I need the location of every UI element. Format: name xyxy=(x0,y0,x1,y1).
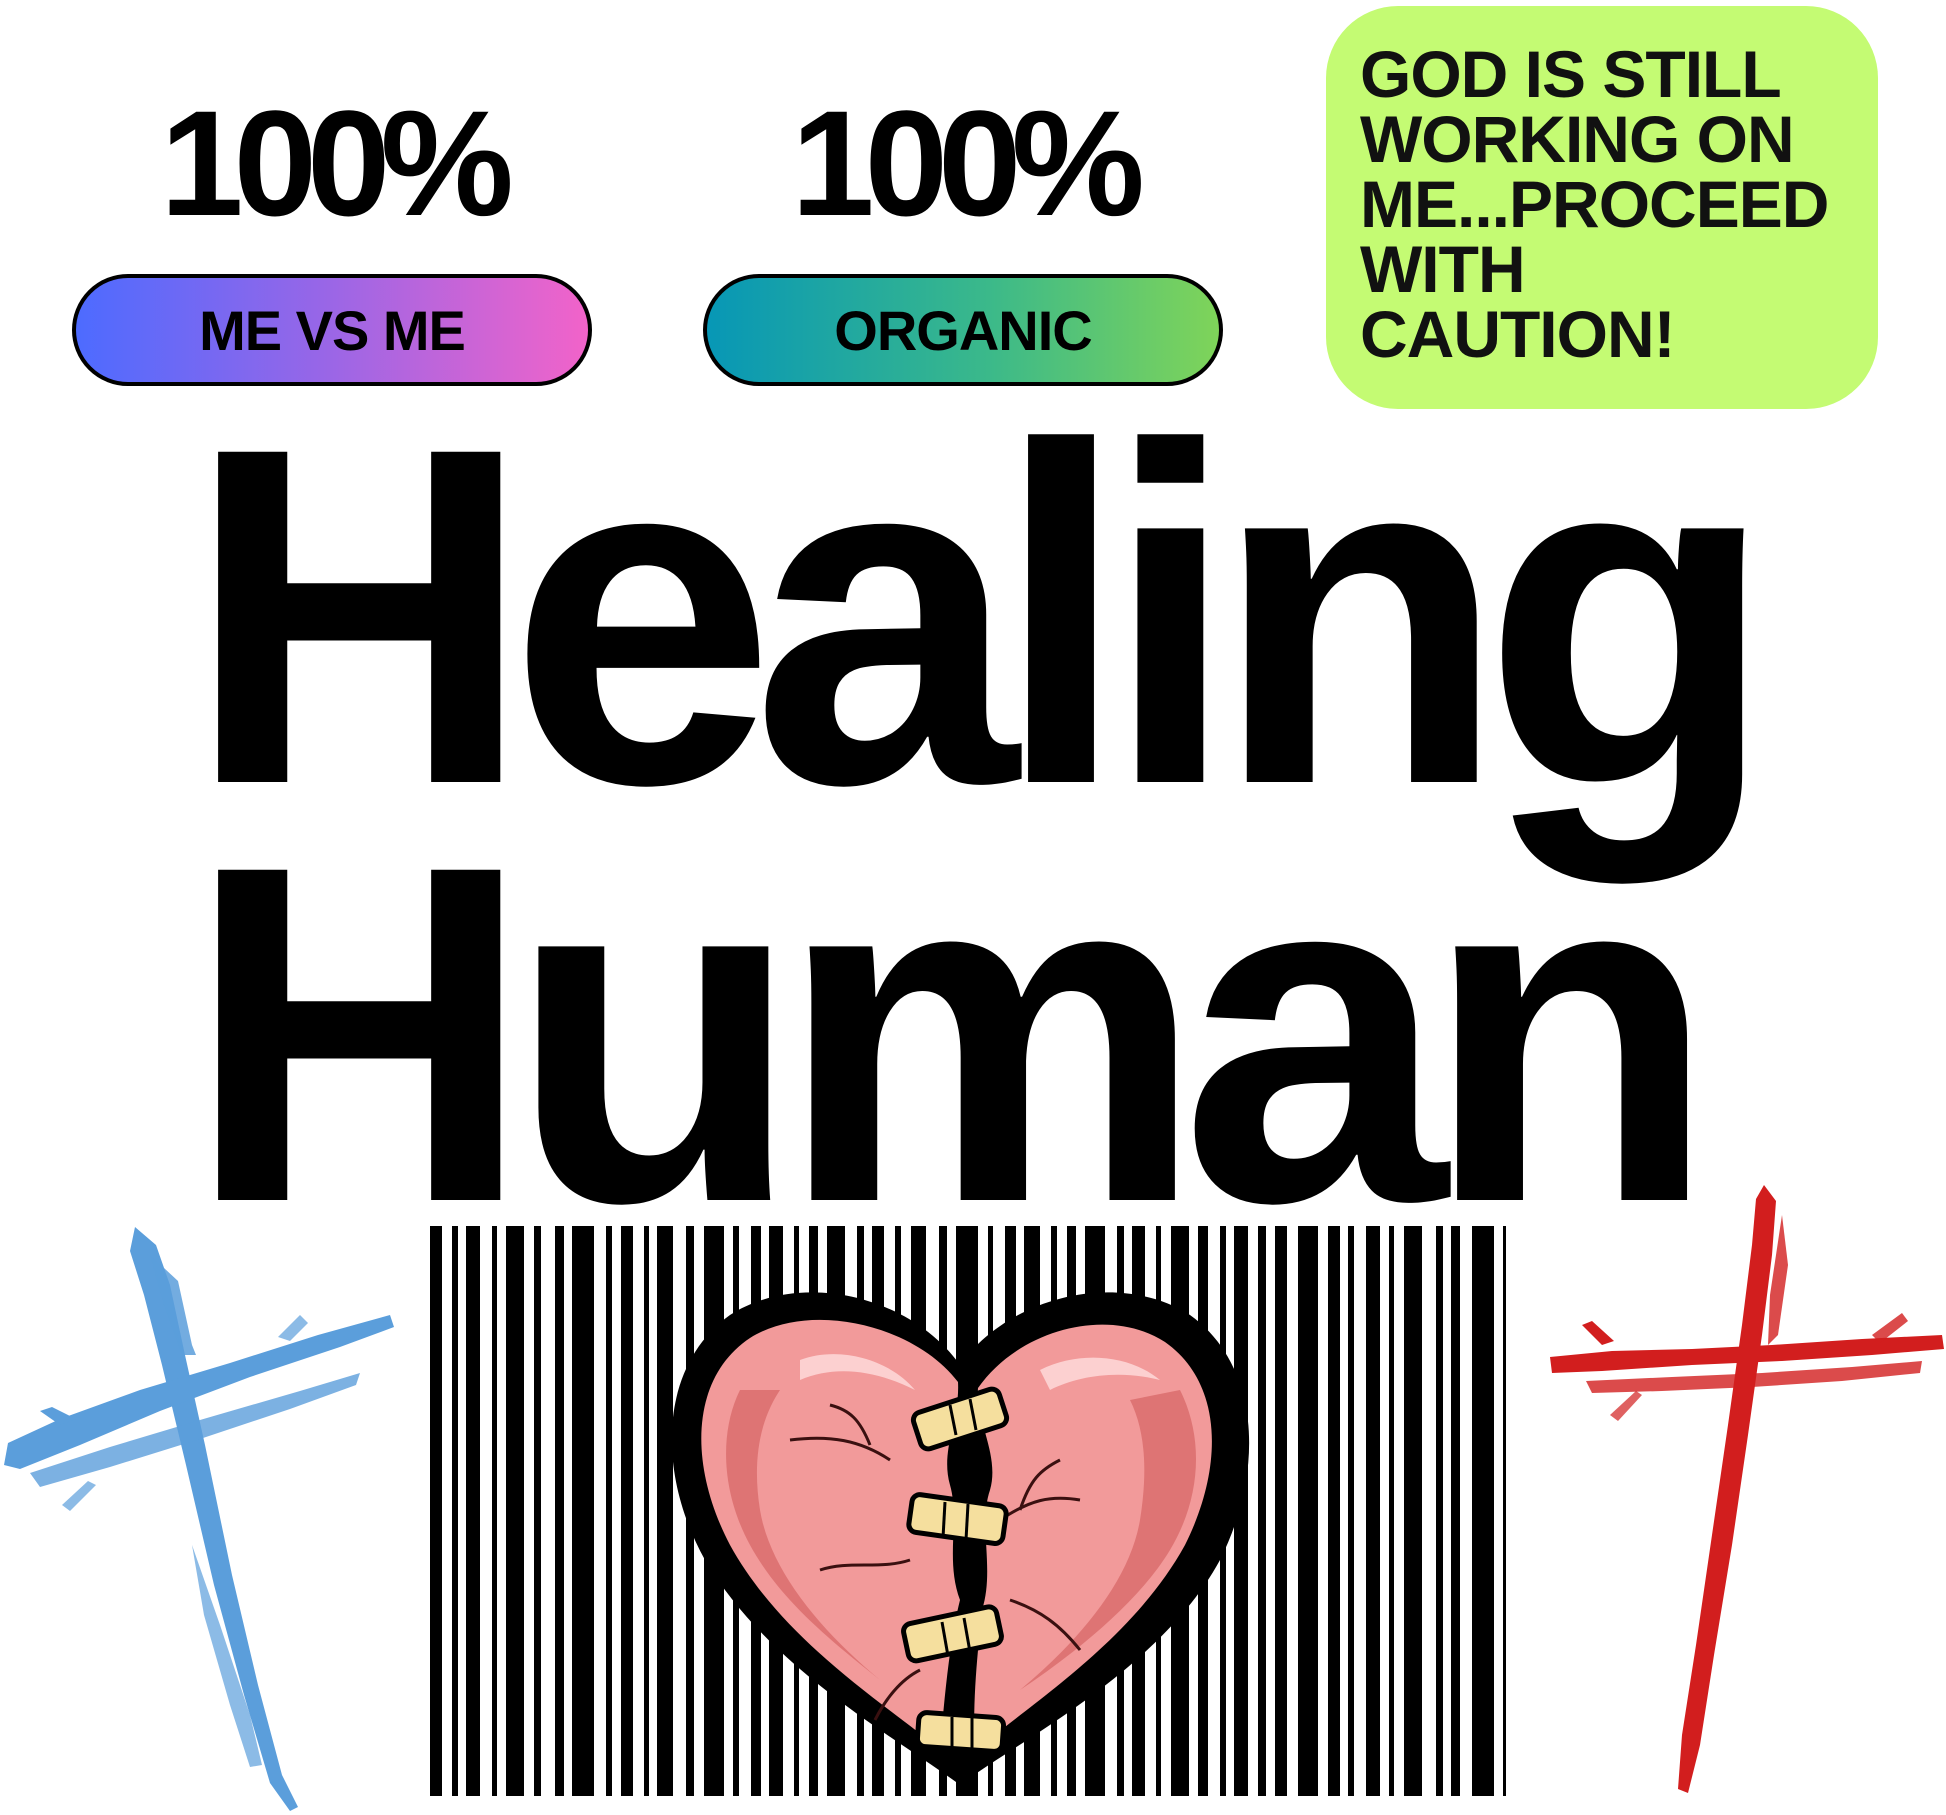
headline-line-2: Human xyxy=(186,765,1717,1302)
barcode-bar xyxy=(572,1226,594,1796)
barcode-bar xyxy=(1275,1226,1287,1796)
stat-value: 100% xyxy=(791,79,1145,247)
me-vs-me-pill: ME VS ME xyxy=(72,274,592,386)
stitched-broken-heart-icon xyxy=(671,1292,1250,1785)
callout-text: GOD IS STILL WORKING ON ME...PROCEED WIT… xyxy=(1360,37,1829,371)
barcode-bar xyxy=(1436,1226,1443,1796)
barcode-bar xyxy=(1389,1226,1394,1796)
barcode-bar xyxy=(657,1226,673,1796)
barcode-bar xyxy=(1298,1226,1318,1796)
barcode-bar xyxy=(1451,1226,1460,1796)
headline-line-1: Healing xyxy=(186,347,1776,884)
stat-me-vs-me: 100% ME VS ME xyxy=(72,88,592,386)
barcode-bar xyxy=(466,1226,480,1796)
barcode-bar xyxy=(1404,1226,1422,1796)
barcode-bar xyxy=(555,1226,564,1796)
barcode-bar xyxy=(1348,1226,1354,1796)
barcode-bar xyxy=(452,1226,458,1796)
barcode-bar xyxy=(430,1226,442,1796)
barcode-bar xyxy=(1328,1226,1340,1796)
barcode-bar xyxy=(1472,1226,1494,1796)
barcode-bar xyxy=(506,1226,524,1796)
barcode-bar xyxy=(492,1226,497,1796)
stat-value: 100% xyxy=(160,79,514,247)
caution-callout: GOD IS STILL WORKING ON ME...PROCEED WIT… xyxy=(1326,6,1878,409)
organic-pill: ORGANIC xyxy=(703,274,1223,386)
barcode-bar xyxy=(1366,1226,1380,1796)
barcode-bar xyxy=(644,1226,649,1796)
barcode-bar xyxy=(621,1226,633,1796)
barcode-bar xyxy=(606,1226,612,1796)
barcode-bar xyxy=(1234,1226,1248,1796)
barcode-bar xyxy=(534,1226,541,1796)
barcode-bar xyxy=(1258,1226,1266,1796)
red-cross-icon xyxy=(1550,1185,1944,1793)
blue-cross-icon xyxy=(4,1227,394,1811)
barcode-bar xyxy=(1503,1226,1506,1796)
stat-organic: 100% ORGANIC xyxy=(703,88,1223,386)
